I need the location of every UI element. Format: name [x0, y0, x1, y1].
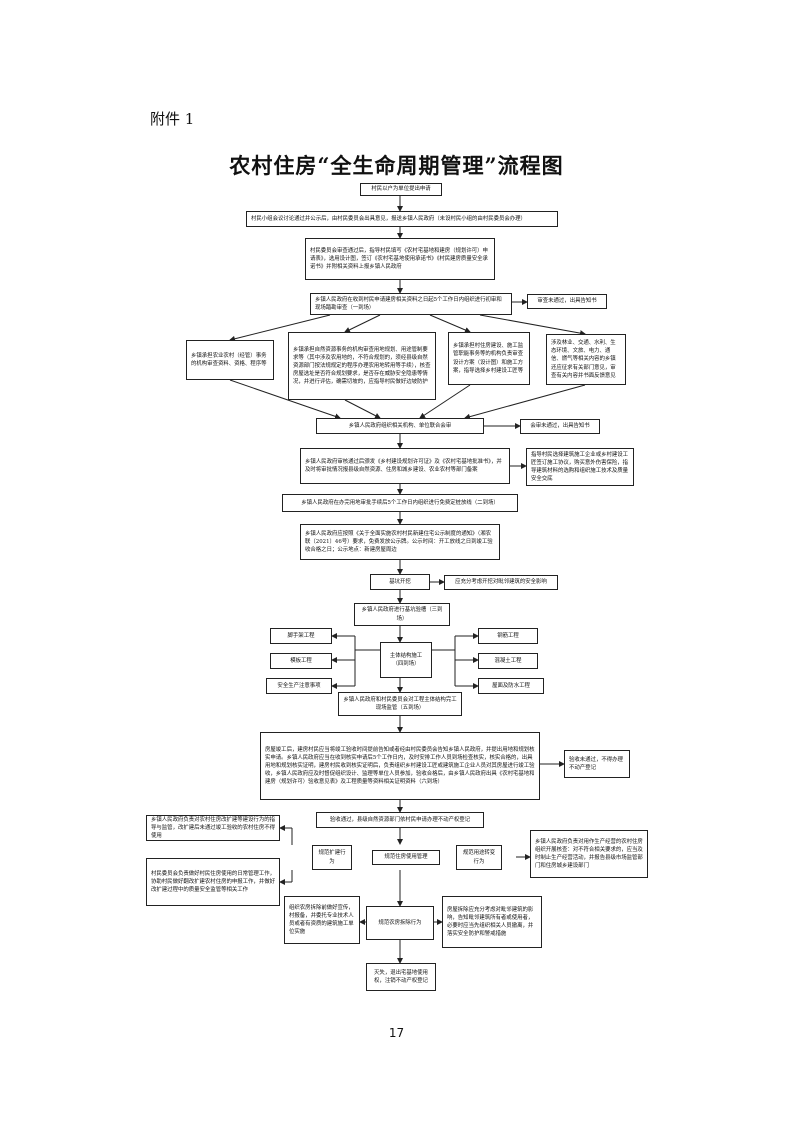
flow-node-review-failed: 审查未通过，出具告知书	[527, 294, 607, 309]
flow-node-expansion-supervision: 乡镇人民政府负责对农村住房改扩建等建设行为的指导与监管，改扩建后未通过竣工验收的…	[146, 815, 280, 841]
flow-node-completion-acceptance: 房屋竣工后，建房村民应当将竣工验收时间提前告知或者经由村民委员会告知乡镇人民政府…	[260, 732, 540, 800]
flow-node-initial-review: 乡镇人民政府在收到村民申请建房相关资料之日起5个工作日内组织进行初审和现场踏勘审…	[310, 293, 512, 315]
flow-node-dept-construction: 乡镇承担村住房建设、施工监管职能事务等的机构负责审查设计方案（设计图）和施工方案…	[448, 332, 530, 385]
flow-node-use-change-regulation: 规范用途转变行为	[456, 845, 502, 870]
flow-node-acceptance-failed: 验收未通过，不得办理不动产登记	[564, 750, 630, 778]
flow-node-apply: 村民以户为单位提出申请	[360, 183, 442, 196]
flow-node-property-registration: 验收通过，县级自然资源部门依村民申请办理不动产权登记	[316, 812, 484, 828]
flow-node-formwork: 模板工程	[270, 653, 332, 669]
flow-node-dept-natural-resources: 乡镇承担自然资源事务的机构审查用地规划、用途管制要求等（其中涉及农用地的，不符合…	[288, 332, 436, 400]
flow-node-license-issue: 乡镇人民政府审核通过后颁发《乡村建设规划许可证》及《农村宅基地批准书》，并及时将…	[300, 448, 510, 484]
flow-node-dept-others: 涉及林业、交通、水利、生态环境、文旅、电力、通信、燃气等相关内容的乡镇还应征求有…	[546, 334, 626, 385]
flow-node-dept-agriculture: 乡镇承担农业农村（经管）事务的机构审查资料、资格、程序等	[186, 340, 274, 380]
page-title: 农村住房“全生命周期管理”流程图	[229, 153, 564, 178]
attachment-label: 附件 1	[150, 110, 195, 128]
flow-node-business-use-inspection: 乡镇人民政府负责对用作生产经营的农村住房组织开展核查：对不符合相关要求的，应当及…	[530, 830, 648, 878]
flow-node-joint-review: 乡镇人民政府组织相关机构、单位联合会审	[316, 418, 484, 434]
flow-node-roofing: 屋面及防水工程	[478, 678, 544, 694]
flow-node-structure-supervision: 乡镇人民政府和村民委员会对工程主体结构完工现场监管（五到场）	[338, 692, 462, 716]
flow-node-public-notice: 乡镇人民政府应按照《关于全面实施农村村民新建住宅公示制度的通知》（湘农联〔202…	[300, 524, 500, 560]
flow-node-joint-review-failed: 会审未通过，出具告知书	[520, 419, 600, 434]
flow-node-concrete: 混凝土工程	[478, 653, 538, 669]
page-number: 17	[388, 1026, 405, 1040]
flow-node-scaffolding: 脚手架工程	[270, 628, 332, 644]
flow-node-deregistration: 灭失，退出宅基地使用权，注销不动产权登记	[366, 963, 436, 991]
flow-node-village-group-review: 村民小组会议讨论通过并公示后，由村民委员会出具意见，报送乡镇人民政府（未设村民小…	[246, 211, 558, 227]
flow-node-expansion-regulation: 规范扩建行为	[312, 845, 352, 870]
flow-node-safety-notes: 安全生产注意事项	[266, 678, 332, 694]
flow-node-rebar: 钢筋工程	[478, 628, 538, 644]
flow-node-committee-review: 村民委员会审查通过后，指导村民填写《农村宅基地和建房（规划许可）申请表》，选用设…	[305, 238, 495, 280]
flow-node-usage-management: 规范住房使用管理	[372, 850, 440, 865]
flow-node-stake-out: 乡镇人民政府在办完用地审批手续后5个工作日内组织进行免费定桩放线（二到场）	[282, 494, 518, 512]
flow-node-demolition: 规范农房拆除行为	[366, 906, 434, 940]
flow-node-excavation: 基坑开挖	[370, 574, 430, 590]
flow-node-demolition-safety: 房屋拆除应充分考虑对毗邻建筑的影响，告知毗邻建筑所有者或使用者，必要时应当先组织…	[442, 896, 542, 948]
flow-node-excavation-safety: 应充分考虑开挖对毗邻建筑的安全影响	[444, 575, 558, 590]
flow-node-foundation-inspection: 乡镇人民政府进行基坑验槽（三到场）	[354, 603, 450, 626]
flow-node-committee-daily-management: 村民委员会负责做好村民住房使用的日常管理工作，协助村民做好翻改扩建农村住房的申报…	[146, 858, 280, 906]
flow-node-demolition-organize: 组织农房拆除前做好宣传，村报备，并委托专业技术人员或者有资质的建筑施工单位实施	[284, 896, 360, 944]
flow-node-main-structure: 主体结构施工（四到场）	[380, 642, 432, 678]
flow-node-builder-guidance: 指导村民选择建筑施工企业或乡村建设工匠签订施工协议，购买意外伤害保险，指导建筑材…	[526, 448, 634, 486]
